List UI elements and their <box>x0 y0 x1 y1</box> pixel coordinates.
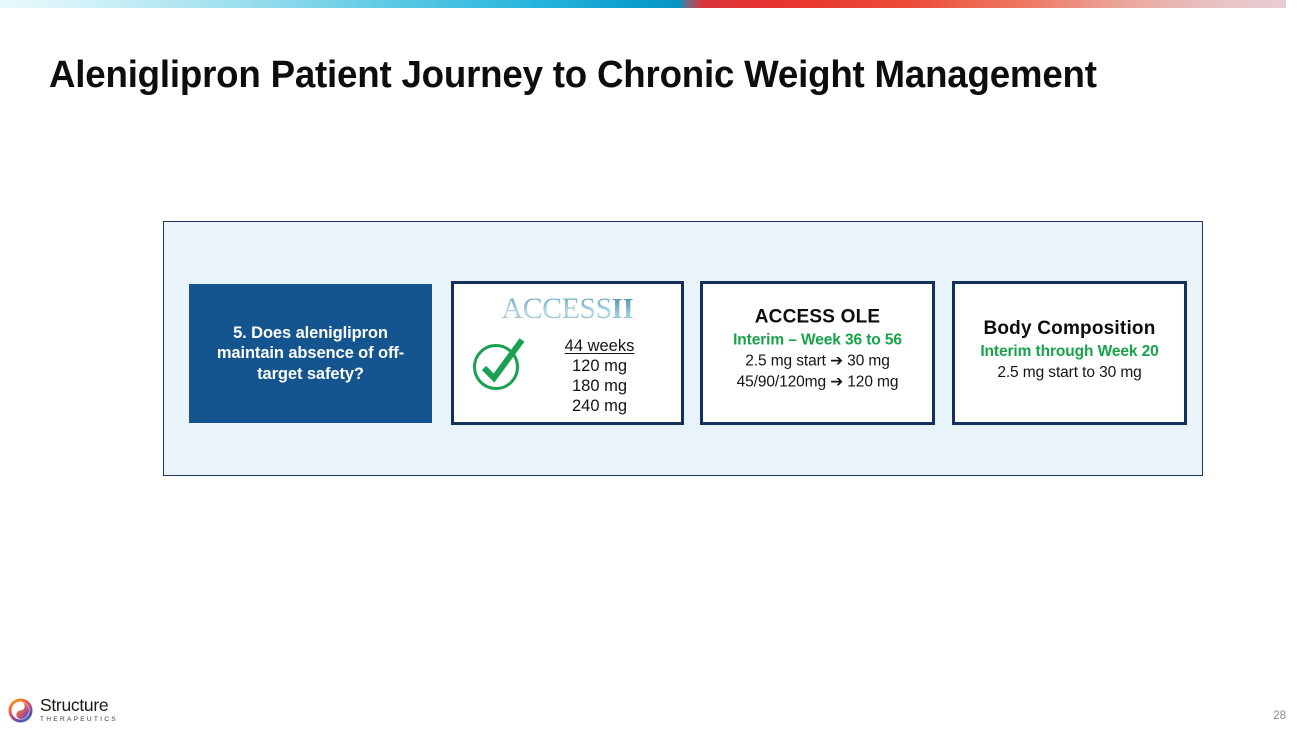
card-access-2[interactable]: ACCESSII 44 weeks 120 mg 180 mg 240 mg <box>451 281 684 425</box>
body-composition-subtitle: Interim through Week 20 <box>980 343 1159 361</box>
page-title: Aleniglipron Patient Journey to Chronic … <box>49 54 1097 96</box>
access-2-duration: 44 weeks <box>564 337 635 355</box>
green-check-icon <box>470 335 528 393</box>
access-2-logo: ACCESSII <box>454 293 681 326</box>
brand-name: Structure <box>40 695 109 715</box>
page-number: 28 <box>1273 710 1286 722</box>
brand-tagline: THERAPEUTICS <box>40 715 118 723</box>
question-box-safety[interactable]: 5. Does aleniglipron maintain absence of… <box>189 284 432 423</box>
access-ole-title: ACCESS OLE <box>754 306 881 328</box>
access-ole-subtitle: Interim – Week 36 to 56 <box>733 331 902 349</box>
card-body-composition[interactable]: Body Composition Interim through Week 20… <box>952 281 1187 425</box>
brand-logo: Structure THERAPEUTICS <box>8 695 118 723</box>
card-access-ole[interactable]: ACCESS OLE Interim – Week 36 to 56 2.5 m… <box>700 281 935 425</box>
access-2-dose-1: 120 mg <box>571 357 628 375</box>
access-2-dose-3: 240 mg <box>571 397 628 415</box>
body-composition-title: Body Composition <box>983 318 1156 340</box>
access-ole-line-2: 45/90/120mg ➔ 120 mg <box>736 373 899 391</box>
access-2-dose-2: 180 mg <box>571 377 628 395</box>
access-2-logo-word: ACCESS <box>501 292 612 325</box>
access-2-logo-numeral: II <box>611 294 634 325</box>
top-gradient-bar <box>0 0 1286 8</box>
access-2-dose-list: 44 weeks 120 mg 180 mg 240 mg <box>526 336 673 416</box>
access-ole-line-1: 2.5 mg start ➔ 30 mg <box>745 352 890 370</box>
question-box-label: 5. Does aleniglipron maintain absence of… <box>216 323 405 383</box>
structure-swirl-icon <box>8 698 33 723</box>
body-composition-line-1: 2.5 mg start to 30 mg <box>997 364 1142 382</box>
